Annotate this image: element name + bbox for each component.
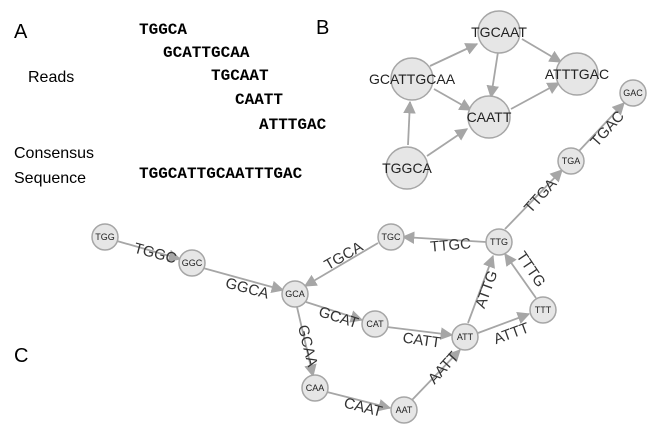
node-c-aat — [390, 396, 418, 424]
edge-c-gca-caa — [296, 306, 317, 378]
edge-c-att-ttg — [467, 254, 495, 324]
edge-c-ttg-tgc — [401, 231, 487, 244]
panel-label-a: A — [14, 21, 28, 43]
edge-b-tggca-gcattgcaa — [403, 100, 416, 146]
edge-label-catt: CATT — [402, 329, 442, 351]
node-c-label-gca: GCA — [285, 289, 305, 299]
node-b-gcattgcaa — [390, 57, 434, 101]
edge-b-gcattgcaa-caatt — [433, 88, 473, 111]
edge-c-att-ttt — [477, 312, 531, 334]
edge-label-gcat: GCAT — [316, 303, 360, 332]
edge-label-tgac: TGAC — [587, 108, 628, 150]
edge-label-tgca: TGCA — [321, 238, 366, 274]
edge-label-gcaa: GCAA — [294, 323, 321, 368]
node-c-label-tgc: TGC — [382, 232, 401, 242]
edge-label-tttg: TTTG — [513, 248, 549, 290]
edge-c-ttg-tga — [504, 169, 563, 230]
read-4: CAATT — [235, 91, 283, 109]
node-c-tga — [557, 147, 585, 175]
edge-c-ttt-ttg — [504, 252, 537, 299]
node-c-label-tga: TGA — [562, 156, 581, 166]
node-b-label-tggca: TGGCA — [382, 160, 432, 176]
edge-c-tgc-gca — [303, 242, 379, 287]
node-c-label-tgg: TGG — [95, 232, 115, 242]
node-c-label-ggc: GGC — [182, 258, 203, 268]
edge-c-tgg-ggc — [116, 240, 182, 262]
node-c-label-gac: GAC — [623, 88, 643, 98]
node-c-ggc — [178, 249, 206, 277]
node-c-tgg — [91, 223, 119, 251]
node-c-label-ttt: TTT — [535, 305, 552, 315]
edge-label-attg: ATTG — [472, 268, 501, 310]
node-b-label-atttgac: ATTTGAC — [545, 66, 609, 82]
node-c-tgc — [377, 223, 405, 251]
node-b-label-caatt: CAATT — [467, 109, 512, 125]
node-c-ttg — [485, 228, 513, 256]
edge-label-ttgc: TTGC — [430, 235, 472, 256]
edge-b-tgcaat-atttgac — [521, 38, 563, 63]
node-b-caatt — [467, 95, 511, 139]
edge-label-attt: ATTT — [491, 320, 531, 348]
edge-b-gcattgcaa-tgcaat — [429, 43, 479, 67]
node-b-atttgac — [555, 52, 599, 96]
node-c-label-cat: CAT — [366, 319, 384, 329]
node-b-tggca — [385, 146, 429, 190]
node-c-gac — [619, 79, 647, 107]
edge-label-ggca: GGCA — [224, 275, 271, 303]
panel-label-b: B — [316, 17, 329, 39]
edge-c-gca-cat — [305, 301, 364, 323]
node-c-ttt — [529, 296, 557, 324]
node-c-label-att: ATT — [457, 332, 474, 342]
node-b-label-tgcaat: TGCAAT — [471, 24, 527, 40]
edge-label-caat: CAAT — [342, 395, 384, 421]
panel-c: TGGC GGCA TGCA TTGC TTGA TGAC GCAT CATT … — [91, 79, 647, 424]
read-3: TGCAAT — [211, 67, 269, 85]
consensus-sequence: TGGCATTGCAATTTGAC — [139, 165, 303, 183]
edge-label-ttga: TTGA — [521, 175, 560, 216]
reads-label: Reads — [28, 69, 74, 86]
edge-b-tggca-caatt — [426, 128, 469, 157]
edge-label-tggc: TGGC — [132, 240, 178, 268]
node-c-caa — [301, 374, 329, 402]
node-c-cat — [361, 310, 389, 338]
node-b-label-gcattgcaa: GCATTGCAA — [369, 71, 456, 87]
read-2: GCATTGCAA — [163, 44, 250, 62]
read-5: ATTTGAC — [259, 116, 327, 134]
edge-b-tgcaat-caatt — [486, 51, 499, 99]
node-b-tgcaat — [477, 10, 521, 54]
edge-c-tga-gac — [578, 102, 625, 152]
panel-a: Reads TGGCA GCATTGCAA TGCAAT CAATT ATTTG… — [14, 21, 327, 187]
panel-label-c: C — [14, 345, 28, 367]
edge-c-ggc-gca — [202, 267, 285, 294]
consensus-label-line-2: Sequence — [14, 170, 86, 187]
node-c-label-aat: AAT — [396, 405, 413, 415]
edge-c-cat-att — [386, 326, 454, 340]
node-c-gca — [281, 280, 309, 308]
node-c-label-caa: CAA — [306, 383, 325, 393]
read-1: TGGCA — [139, 21, 187, 39]
panel-b: GCATTGCAA TGCAAT ATTTGAC CAATT TGGCA — [369, 10, 609, 190]
edge-c-aat-att — [411, 349, 461, 401]
consensus-label-line-1: Consensus — [14, 145, 94, 162]
node-c-label-ttg: TTG — [490, 237, 508, 247]
node-c-att — [451, 323, 479, 351]
edge-c-caa-aat — [326, 391, 392, 412]
edge-b-caatt-atttgac — [510, 82, 561, 110]
